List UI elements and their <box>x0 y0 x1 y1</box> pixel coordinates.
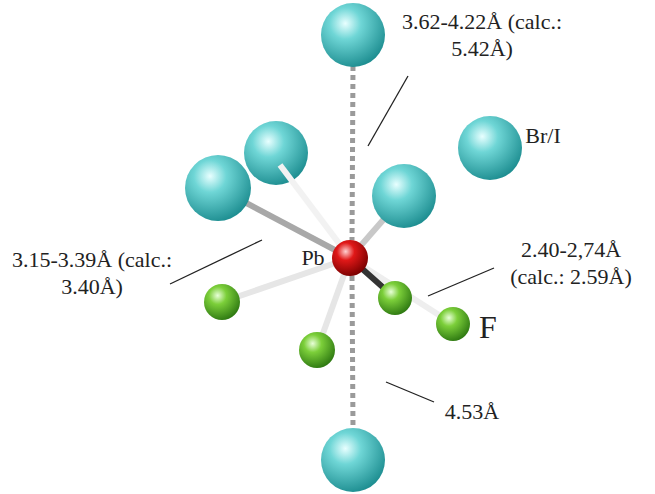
atom-label: F <box>468 308 508 347</box>
leader-line <box>170 240 262 284</box>
atom-label: Pb <box>288 244 338 271</box>
bromide-atom <box>321 3 385 67</box>
atom-label: Br/I <box>508 122 578 149</box>
axial-contact <box>352 66 353 240</box>
fluoride-atom <box>204 284 240 320</box>
bromide-atom <box>321 428 385 492</box>
lead-atom <box>332 240 368 276</box>
bromide-atom <box>458 116 522 180</box>
distance-label: 3.15-3.39Å (calc.: 3.40Å) <box>7 246 177 300</box>
leader-line <box>428 268 494 296</box>
bromide-atom <box>372 164 436 228</box>
fluoride-atom <box>378 281 412 315</box>
bromide-atom <box>185 155 251 221</box>
distance-label: 4.53Å <box>427 398 517 425</box>
fluoride-atom <box>299 332 335 368</box>
fluoride-atom <box>436 307 470 341</box>
leader-line <box>368 76 408 146</box>
distance-label: 2.40-2,74Å (calc.: 2.59Å) <box>491 236 651 290</box>
distance-label: 3.62-4.22Å (calc.: 5.42Å) <box>397 8 567 62</box>
bond <box>222 258 350 302</box>
bond <box>350 258 453 324</box>
leader-line <box>386 382 434 402</box>
axial-contact <box>352 276 353 428</box>
bromide-atom <box>244 121 308 185</box>
